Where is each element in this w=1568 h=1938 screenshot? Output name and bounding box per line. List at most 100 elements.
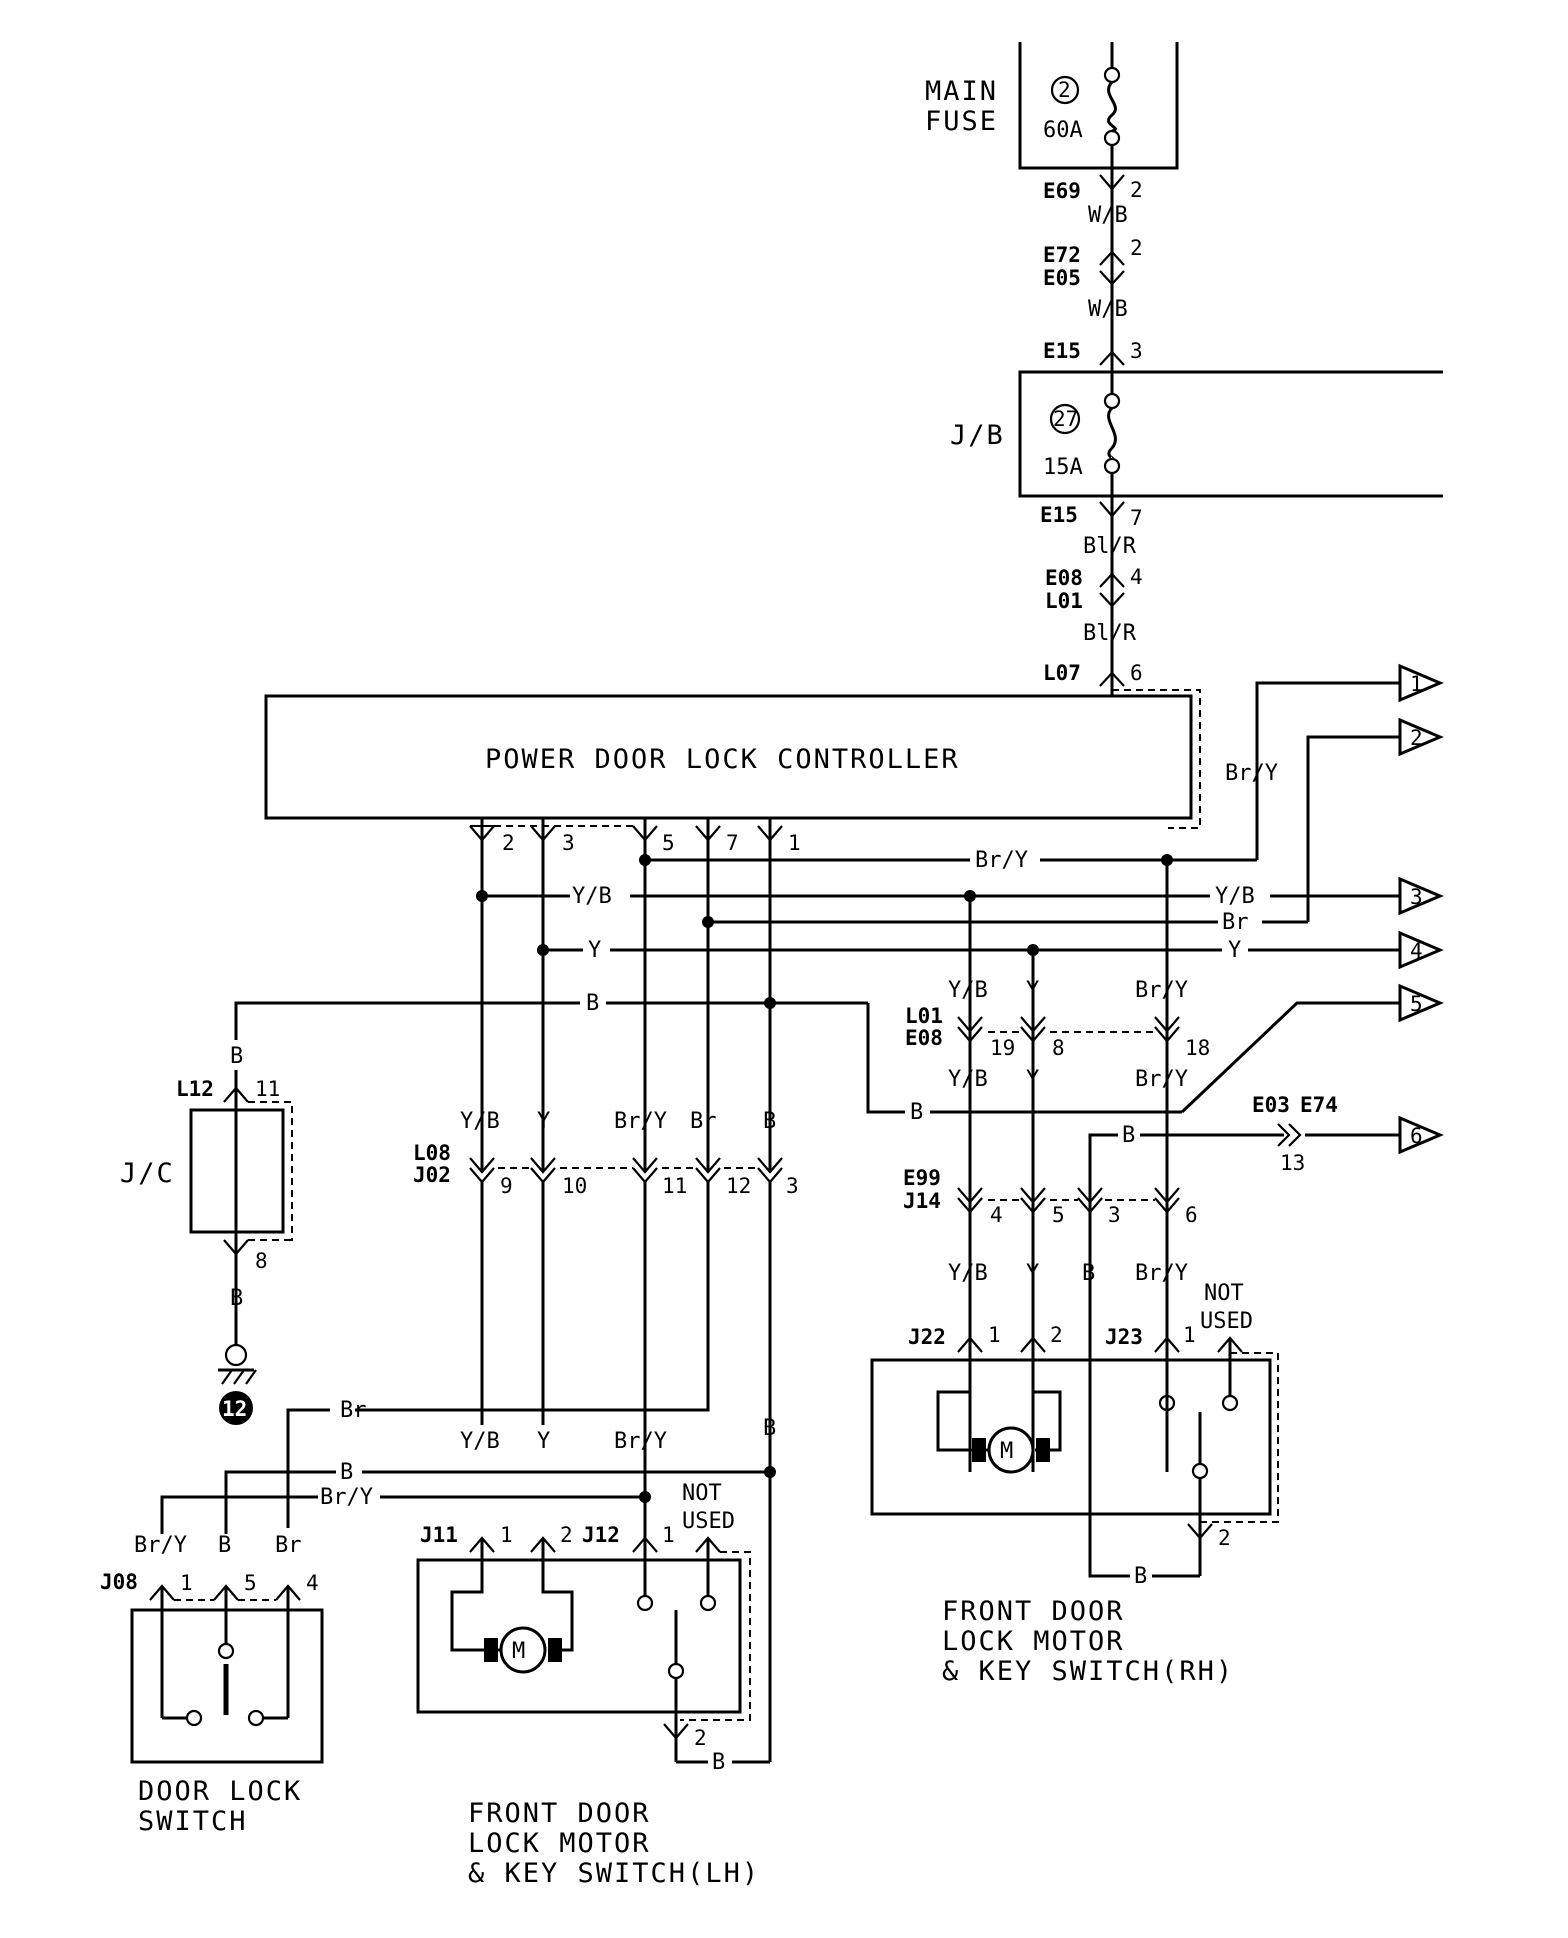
j11-pin-1: 1	[500, 1523, 513, 1547]
pin-e69: 2	[1130, 178, 1143, 202]
rh-bry-1: Br/Y	[1135, 978, 1188, 1003]
main-fuse-label-1: MAIN	[925, 76, 998, 107]
connector-e15-top: E15	[1043, 339, 1081, 363]
dls-label-1: DOOR LOCK	[138, 1776, 302, 1807]
ctrl-pin-3: 3	[562, 831, 575, 855]
j12-pin-2: 2	[694, 1726, 707, 1750]
jc-b-bottom: B	[230, 1286, 243, 1311]
connector-e74: E74	[1300, 1093, 1338, 1117]
lh-yb: Y/B	[460, 1109, 500, 1134]
pin-e15-7: 7	[1130, 506, 1143, 530]
connector-e08-rh: E08	[905, 1026, 943, 1050]
pin-e15-3: 3	[1130, 339, 1143, 363]
connector-l01: L01	[1045, 589, 1083, 613]
lh-label-3: & KEY SWITCH(LH)	[468, 1858, 760, 1889]
terminal-arrows: 1 2 3 4 5 6	[1398, 663, 1444, 1155]
lh-br: Br	[690, 1109, 717, 1134]
ground-number: 12	[222, 1397, 247, 1421]
trunk-to-jb: E69 2 W/B E72 E05 2 W/B E15 3	[1043, 168, 1143, 372]
lh-not-label: NOT	[682, 1481, 722, 1506]
connector-e99: E99	[903, 1166, 941, 1190]
ctrl-pin-5: 5	[662, 831, 675, 855]
rh-not-label: NOT	[1204, 1281, 1244, 1306]
rh-motor-m: M	[1000, 1439, 1013, 1464]
ctrl-pin-2: 2	[502, 831, 515, 855]
rh-pin-19: 19	[990, 1036, 1015, 1060]
terminal-5: 5	[1398, 983, 1444, 1023]
connector-e03: E03	[1252, 1093, 1290, 1117]
jb-fuse-rating: 15A	[1043, 455, 1083, 480]
rh-pin-4: 4	[990, 1203, 1003, 1227]
rh-pin-8: 8	[1052, 1036, 1065, 1060]
connector-j08: J08	[100, 1570, 138, 1594]
j08-pin-1: 1	[180, 1571, 193, 1595]
pin-e08-4: 4	[1130, 565, 1143, 589]
connector-e08: E08	[1045, 566, 1083, 590]
rh-branch: Y/B Y Br/Y L01 E08 19 8 18 Y/B Y Br/Y B …	[903, 860, 1400, 1472]
bus-bry-label: Br/Y	[975, 848, 1028, 873]
controller-label: POWER DOOR LOCK CONTROLLER	[485, 744, 960, 775]
dls-pin-bry: Br/Y	[134, 1533, 187, 1558]
connector-l01-rh: L01	[905, 1004, 943, 1028]
j23-pin-2: 2	[1218, 1526, 1231, 1550]
connector-l08: L08	[413, 1141, 451, 1165]
terminal-3: 3	[1398, 876, 1444, 916]
connector-l12: L12	[176, 1077, 214, 1101]
power-door-lock-controller: POWER DOOR LOCK CONTROLLER 2 3 5 7 1	[264, 689, 1201, 855]
rh-label-2: LOCK MOTOR	[942, 1626, 1125, 1657]
connector-e72: E72	[1043, 243, 1081, 267]
lh-branch: Y/B Y Br/Y Br B L08 J02 9 10 11 12 3 Br …	[160, 1109, 799, 1762]
rh-b-e03-label: B	[1122, 1123, 1135, 1148]
connector-j23: J23	[1105, 1325, 1143, 1349]
rh-gnd-b: B	[1134, 1564, 1147, 1589]
rh-bry-2: Br/Y	[1135, 1067, 1188, 1092]
j08-pin-5: 5	[244, 1571, 257, 1595]
bus-b-rh-label: B	[910, 1100, 923, 1125]
front-door-rh: J22 J23 1 2 1 NOT USED M 2 B FRONT DOOR …	[870, 1281, 1279, 1687]
wire-blr-2: Bl/R	[1083, 621, 1137, 646]
bus-y-label: Y	[588, 938, 601, 963]
rh-y-3: Y	[1026, 1261, 1039, 1286]
main-fuse-number: 2	[1058, 78, 1071, 102]
connector-j22: J22	[908, 1325, 946, 1349]
bus-br-right-label: Br	[1222, 910, 1249, 935]
j22-pin-1: 1	[988, 1323, 1001, 1347]
lh-b-2: B	[763, 1416, 776, 1441]
rh-label-1: FRONT DOOR	[942, 1596, 1125, 1627]
ctrl-pin-1: 1	[788, 831, 801, 855]
lh-y: Y	[537, 1109, 550, 1134]
controller-buses: Br/Y Br/Y Y/B Y/B Br Y Y B B	[234, 681, 1400, 1170]
rh-b-3: B	[1082, 1261, 1095, 1286]
j22-pin-2: 2	[1050, 1323, 1063, 1347]
bry-right-label: Br/Y	[1225, 761, 1278, 786]
lh-b: B	[763, 1109, 776, 1134]
lh-gnd-b: B	[712, 1750, 725, 1775]
connector-j12: J12	[582, 1523, 620, 1547]
jb-fuse-number: 27	[1053, 407, 1078, 431]
rh-yb-1: Y/B	[948, 978, 988, 1003]
j23-pin-1: 1	[1183, 1323, 1196, 1347]
dls-pin-br: Br	[275, 1533, 302, 1558]
pin-e03-13: 13	[1280, 1151, 1305, 1175]
connector-j14: J14	[903, 1189, 941, 1213]
svg-text:2: 2	[1410, 726, 1423, 750]
bus-b-label: B	[586, 991, 599, 1016]
rh-pin-5: 5	[1052, 1203, 1065, 1227]
rh-label-3: & KEY SWITCH(RH)	[942, 1656, 1234, 1687]
l08-pin-9: 9	[500, 1174, 513, 1198]
svg-text:1: 1	[1410, 672, 1423, 696]
dls-bry-label: Br/Y	[320, 1485, 373, 1510]
rh-yb-3: Y/B	[948, 1261, 988, 1286]
svg-text:5: 5	[1410, 992, 1423, 1016]
lh-motor-m: M	[512, 1639, 525, 1664]
rh-pin-18: 18	[1185, 1036, 1210, 1060]
svg-text:3: 3	[1410, 885, 1423, 909]
dls-br-label: Br	[340, 1398, 367, 1423]
rh-pin-6: 6	[1185, 1203, 1198, 1227]
rh-pin-3: 3	[1108, 1203, 1121, 1227]
lh-y-2: Y	[537, 1429, 550, 1454]
j11-pin-2: 2	[560, 1523, 573, 1547]
lh-used-label: USED	[682, 1509, 735, 1534]
jc-label: J/C	[120, 1158, 175, 1189]
